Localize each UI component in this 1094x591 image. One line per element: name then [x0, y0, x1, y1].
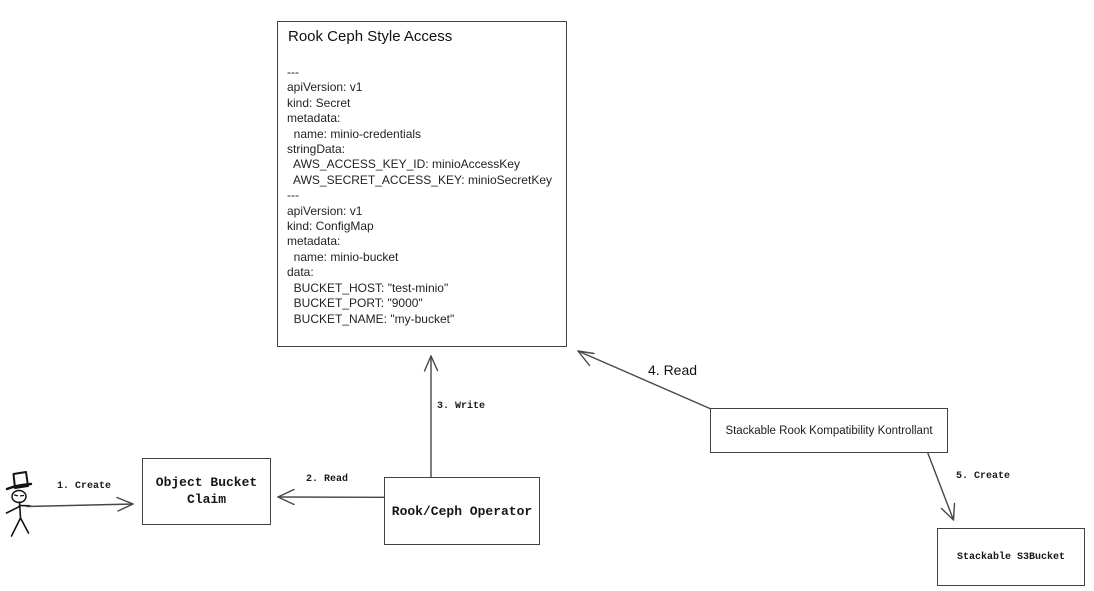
stackable-kontrollant-box: Stackable Rook Kompatibility Kontrollant: [710, 408, 948, 453]
arrow-5-create: [927, 452, 956, 521]
legs: [10, 517, 30, 537]
edge-label-5-create: 5. Create: [956, 471, 1011, 482]
object-bucket-claim-box: Object Bucket Claim: [142, 458, 271, 525]
arrowhead-right-icon: [116, 496, 134, 512]
user-actor-icon: [5, 471, 33, 537]
top-hat-icon: [12, 471, 29, 489]
arrow-1-create: [26, 496, 134, 512]
arrow-3-write: [423, 355, 439, 478]
head: [11, 489, 27, 504]
edge-label-3-write: 3. Write: [437, 401, 486, 412]
rook-ceph-style-access-title: Rook Ceph Style Access: [288, 28, 453, 45]
arrowhead-up-icon: [423, 355, 439, 372]
arrowhead-left-icon: [277, 488, 295, 506]
body: [18, 501, 22, 519]
rook-ceph-operator-box: Rook/Ceph Operator: [384, 477, 540, 545]
arrowhead-down-icon: [940, 502, 956, 521]
arms: [5, 504, 31, 514]
stackable-kontrollant-label: Stackable Rook Kompatibility Kontrollant: [725, 424, 933, 437]
eyes: [13, 494, 25, 497]
arrow-2-read: [277, 488, 385, 506]
edge-label-1-create: 1. Create: [57, 481, 112, 492]
edge-label-2-read: 2. Read: [306, 474, 349, 485]
rook-ceph-yaml-text: --- apiVersion: v1 kind: Secret metadata…: [287, 65, 552, 326]
arrowhead-upleft-icon: [577, 350, 595, 367]
hat-brim: [5, 482, 33, 491]
edge-label-4-read: 4. Read: [648, 362, 698, 378]
stackable-s3bucket-label: Stackable S3Bucket: [956, 551, 1066, 563]
rook-ceph-operator-label: Rook/Ceph Operator: [391, 503, 533, 519]
arrow-4-read: [577, 350, 712, 410]
object-bucket-claim-label: Object Bucket Claim: [155, 474, 258, 507]
rook-ceph-style-access-box: Rook Ceph Style Access --- apiVersion: v…: [277, 21, 567, 347]
stackable-s3bucket-box: Stackable S3Bucket: [937, 528, 1085, 586]
